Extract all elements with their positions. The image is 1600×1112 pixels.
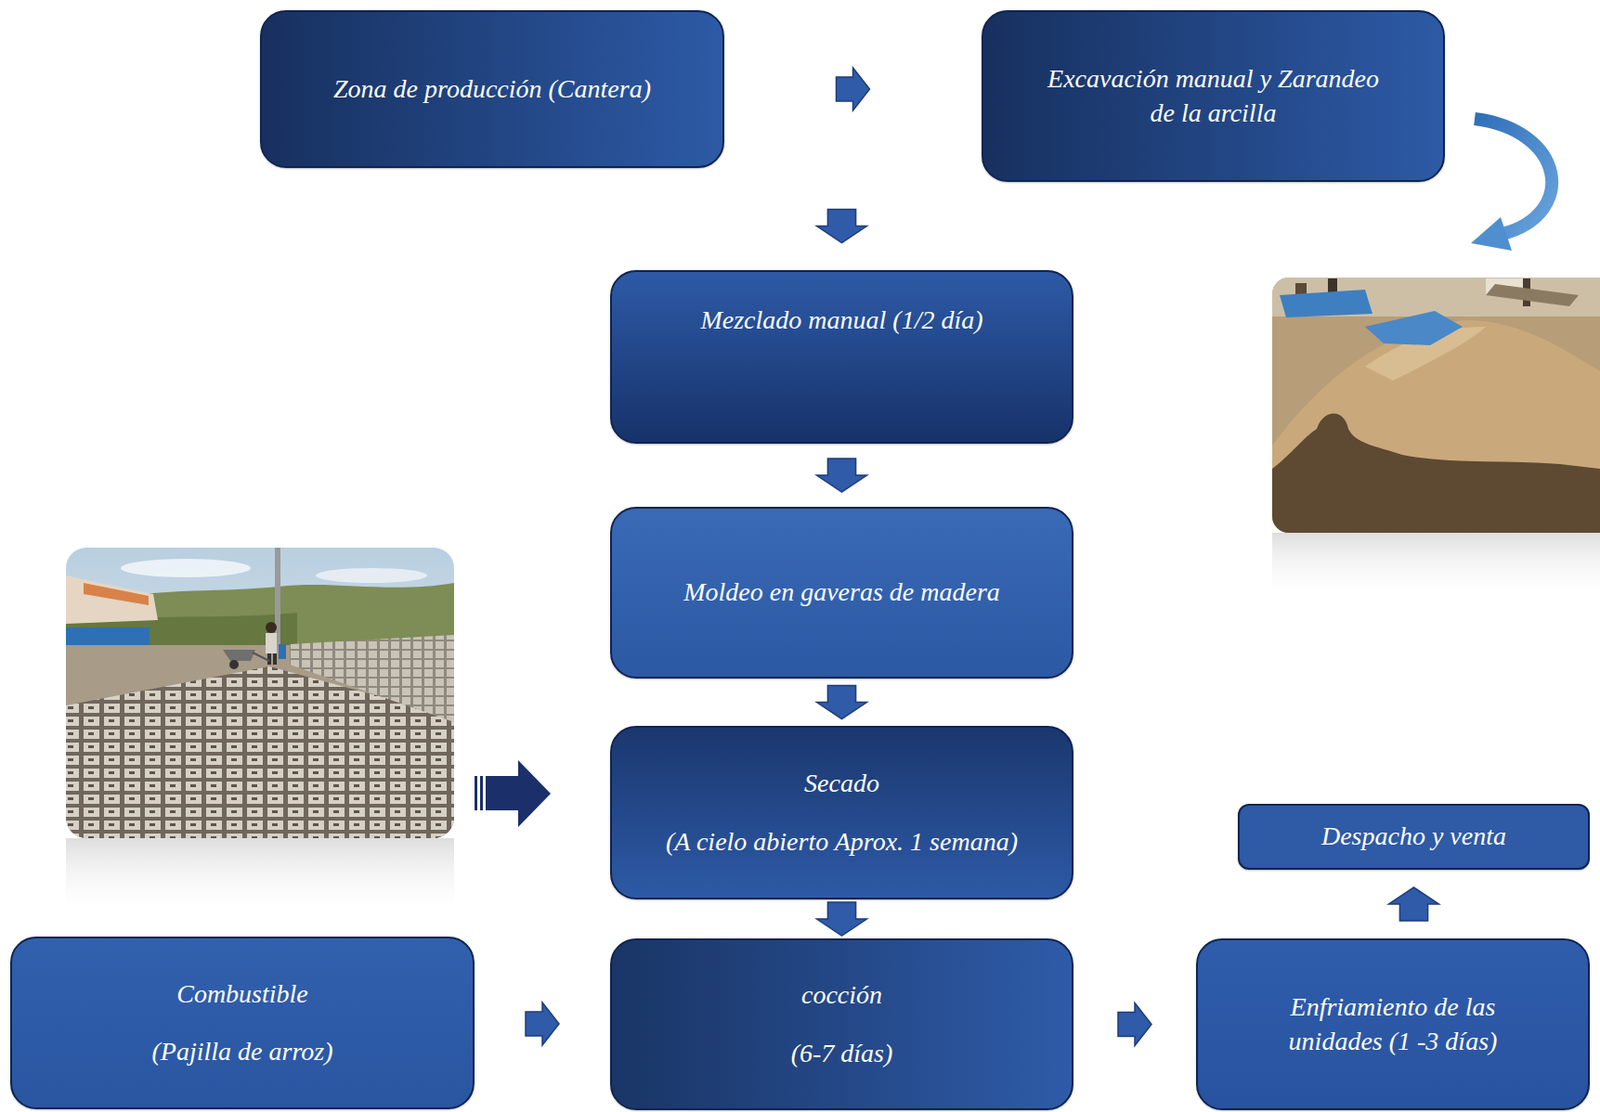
box-title: Combustible — [26, 977, 458, 1012]
flow-arrow — [1118, 1003, 1152, 1047]
process-box: Zona de producción (Cantera) — [260, 10, 725, 169]
bricks-photo — [65, 547, 455, 919]
process-box: Enfriamiento de las unidades (1 -3 días) — [1196, 938, 1590, 1111]
process-box: Moldeo en gaveras de madera — [610, 507, 1074, 679]
process-box: Despacho y venta — [1237, 804, 1590, 871]
process-box: Secado (A cielo abierto Aprox. 1 semana) — [610, 726, 1074, 900]
flow-arrow — [525, 1002, 560, 1046]
box-title: Enfriamiento de las unidades (1 -3 días) — [1255, 990, 1531, 1059]
photo-arrow — [474, 760, 551, 828]
box-title: Despacho y venta — [1250, 819, 1577, 854]
process-box: Combustible (Pajilla de arroz) — [10, 936, 475, 1110]
sand-photo — [1272, 277, 1600, 602]
box-title: Excavación manual y Zarandeo de la arcil… — [1037, 62, 1390, 131]
process-box: cocción (6-7 días) — [610, 938, 1074, 1111]
flow-arrow — [817, 209, 868, 244]
process-box: Mezclado manual (1/2 día) — [610, 270, 1074, 444]
box-title: Secado — [624, 767, 1059, 801]
box-title: Zona de producción (Cantera) — [280, 72, 704, 106]
flow-arrow — [817, 686, 868, 720]
curved-arrow — [1470, 118, 1552, 251]
flow-arrow — [817, 902, 868, 937]
flow-arrow — [1389, 887, 1440, 922]
box-title: Moldeo en gaveras de madera — [630, 575, 1054, 610]
box-note: (A cielo abierto Aprox. 1 semana) — [624, 825, 1059, 859]
process-box: Excavación manual y Zarandeo de la arcil… — [981, 10, 1445, 183]
box-title: Mezclado manual (1/2 día) — [630, 303, 1054, 338]
flow-arrow — [817, 458, 868, 493]
box-note: (Pajilla de arroz) — [26, 1035, 458, 1069]
box-title: cocción — [626, 978, 1057, 1013]
box-note: (6-7 días) — [626, 1037, 1057, 1071]
flow-arrow — [836, 67, 871, 111]
